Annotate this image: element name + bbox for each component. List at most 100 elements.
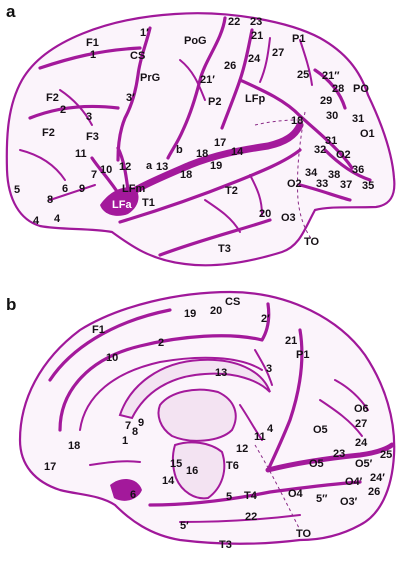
label-a-31b: 31 bbox=[325, 135, 337, 147]
label-b-7: 7 bbox=[125, 420, 131, 432]
label-b-18: 18 bbox=[68, 440, 80, 452]
label-b-9: 9 bbox=[138, 417, 144, 429]
label-a-PrG: PrG bbox=[140, 72, 160, 84]
label-a-24: 24 bbox=[248, 53, 261, 65]
label-a-O1: O1 bbox=[360, 128, 375, 140]
label-b-4: 4 bbox=[267, 423, 274, 435]
label-a-18a: 18 bbox=[291, 115, 303, 127]
label-b-O6: O6 bbox=[354, 403, 369, 415]
label-a-F3: F3 bbox=[86, 131, 99, 143]
label-a-37: 37 bbox=[340, 179, 352, 191]
label-a-38: 38 bbox=[328, 169, 340, 181]
label-a-25: 25 bbox=[297, 69, 309, 81]
label-a-33: 33 bbox=[316, 178, 328, 190]
label-a-21: 21 bbox=[251, 30, 263, 42]
label-b-O5: O5 bbox=[313, 424, 328, 436]
label-a-P1: P1 bbox=[292, 33, 305, 45]
label-b-T3: T3 bbox=[219, 539, 232, 551]
label-a-4a: 4 bbox=[33, 215, 40, 227]
label-b-23: 23 bbox=[333, 448, 345, 460]
label-a-1: 1 bbox=[90, 49, 96, 61]
panel-a-letter: a bbox=[6, 2, 16, 21]
label-b-5pp: 5′′ bbox=[316, 493, 328, 505]
label-a-18b: 18 bbox=[196, 148, 208, 160]
label-b-24: 24 bbox=[355, 437, 368, 449]
label-a-3prime: 3′ bbox=[126, 92, 135, 104]
label-a-26: 26 bbox=[224, 60, 236, 72]
label-a-32: 32 bbox=[314, 144, 326, 156]
label-a-31: 31 bbox=[352, 113, 364, 125]
label-a-PoG: PoG bbox=[184, 35, 207, 47]
label-a-P2: P2 bbox=[208, 96, 221, 108]
label-b-14: 14 bbox=[162, 475, 175, 487]
label-a-6: 6 bbox=[62, 183, 68, 195]
label-b-15: 15 bbox=[170, 458, 182, 470]
label-a-a: a bbox=[146, 160, 153, 172]
label-a-18c: 18 bbox=[180, 169, 192, 181]
lateral-fissure-anterior-fill bbox=[100, 187, 139, 216]
label-a-21pp: 21′′ bbox=[322, 70, 340, 82]
label-a-F1: F1 bbox=[86, 37, 99, 49]
label-a-LFa: LFa bbox=[112, 199, 132, 211]
label-a-7: 7 bbox=[91, 169, 97, 181]
label-b-TO: TO bbox=[296, 528, 312, 540]
label-a-3: 3 bbox=[86, 111, 92, 123]
label-a-T1: T1 bbox=[142, 197, 155, 209]
label-a-10: 10 bbox=[100, 164, 112, 176]
label-a-F2: F2 bbox=[46, 92, 59, 104]
corpus-callosum bbox=[118, 358, 271, 420]
label-b-O4: O4 bbox=[288, 488, 304, 500]
label-b-22: 22 bbox=[245, 511, 257, 523]
label-a-O2: O2 bbox=[336, 149, 351, 161]
label-b-10: 10 bbox=[106, 352, 118, 364]
label-a-PO: PO bbox=[353, 83, 369, 95]
label-a-1prime: 1′ bbox=[140, 27, 149, 39]
label-b-O5b: O5 bbox=[309, 458, 324, 470]
label-a-22: 22 bbox=[228, 16, 240, 28]
label-b-25: 25 bbox=[380, 449, 392, 461]
medial-sulci bbox=[48, 302, 395, 523]
label-a-b: b bbox=[176, 144, 183, 156]
label-b-8: 8 bbox=[132, 426, 138, 438]
label-a-36: 36 bbox=[352, 164, 364, 176]
label-a-27: 27 bbox=[272, 47, 284, 59]
label-a-4b: 4 bbox=[54, 213, 61, 225]
label-b-26: 26 bbox=[368, 486, 380, 498]
label-b-5prime: 5′ bbox=[180, 520, 189, 532]
panel-b-labels: CS 19 20 F1 2′ 2 21 P1 10 3 13 O6 27 7 9… bbox=[44, 296, 392, 551]
label-a-29: 29 bbox=[320, 95, 332, 107]
label-a-11: 11 bbox=[75, 148, 87, 160]
label-a-19: 19 bbox=[210, 160, 222, 172]
label-b-3: 3 bbox=[266, 363, 272, 375]
label-a-9: 9 bbox=[79, 183, 85, 195]
label-a-LFp: LFp bbox=[245, 93, 265, 105]
label-b-2: 2 bbox=[158, 337, 164, 349]
thalamus-region bbox=[157, 388, 237, 442]
label-a-35: 35 bbox=[362, 180, 374, 192]
label-a-2: 2 bbox=[60, 104, 66, 116]
label-b-12: 12 bbox=[236, 443, 248, 455]
label-a-F2b: F2 bbox=[42, 127, 55, 139]
label-a-20: 20 bbox=[259, 208, 271, 220]
temporal-pole-fill bbox=[110, 478, 142, 501]
label-a-23: 23 bbox=[250, 16, 262, 28]
label-a-30: 30 bbox=[326, 110, 338, 122]
label-a-O3: O3 bbox=[281, 212, 296, 224]
label-a-12: 12 bbox=[119, 161, 131, 173]
label-b-P1: P1 bbox=[296, 349, 309, 361]
label-b-17: 17 bbox=[44, 461, 56, 473]
lateral-sulci bbox=[19, 16, 372, 257]
label-b-24prime: 24′ bbox=[370, 472, 385, 484]
label-b-1: 1 bbox=[122, 435, 128, 447]
label-a-CS: CS bbox=[130, 50, 145, 62]
label-b-F1: F1 bbox=[92, 324, 105, 336]
label-b-5: 5 bbox=[226, 491, 232, 503]
label-a-17: 17 bbox=[214, 137, 226, 149]
label-b-O4prime: O4′ bbox=[345, 476, 363, 488]
panel-a-labels: F1 1 1′ CS PoG 22 23 21 P1 F2 2 PrG 26 2… bbox=[14, 16, 375, 255]
label-b-16: 16 bbox=[186, 465, 198, 477]
label-b-19: 19 bbox=[184, 308, 196, 320]
label-a-34: 34 bbox=[305, 167, 318, 179]
label-b-20: 20 bbox=[210, 305, 222, 317]
